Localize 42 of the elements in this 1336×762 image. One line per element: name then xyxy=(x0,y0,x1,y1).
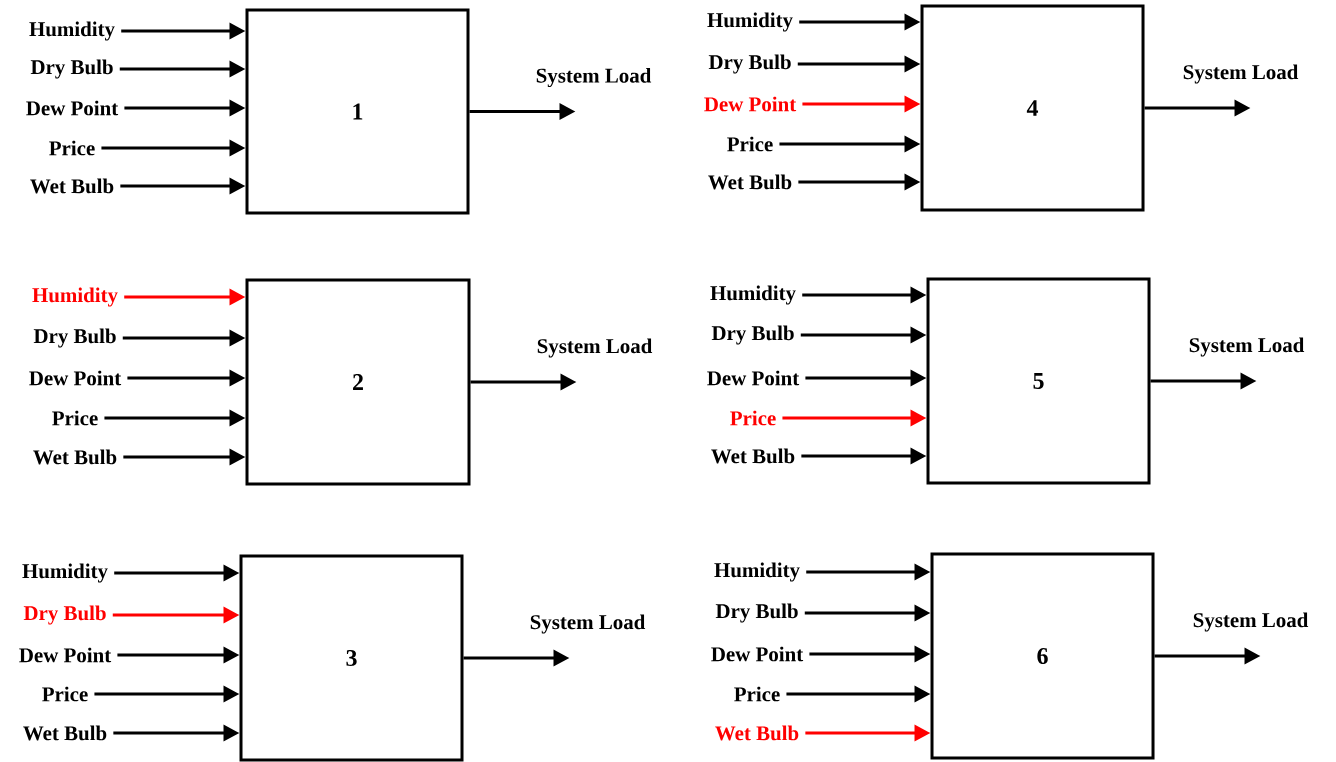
input-label: Dry Bulb xyxy=(23,605,106,625)
input-label: Humidity xyxy=(710,285,796,305)
input-label: Dry Bulb xyxy=(30,59,113,79)
input-label: Wet Bulb xyxy=(711,448,795,464)
input-label: Humidity xyxy=(707,12,793,32)
input-label: Dew Point xyxy=(29,370,122,386)
input-label: Wet Bulb xyxy=(33,449,117,465)
input-label: Dew Point xyxy=(711,646,804,662)
input-label: Price xyxy=(52,410,98,426)
input-label: Wet Bulb xyxy=(715,725,799,741)
edge-label: System Load xyxy=(1187,336,1306,358)
input-label: Dry Bulb xyxy=(33,328,116,348)
input-label: Dew Point xyxy=(19,647,112,663)
input-label: Price xyxy=(734,686,780,702)
input-label: Humidity xyxy=(714,562,800,582)
input-label: Wet Bulb xyxy=(708,174,792,190)
input-label: Dry Bulb xyxy=(715,603,798,623)
input-label: Wet Bulb xyxy=(23,725,107,741)
edge-label: System Load xyxy=(528,613,647,635)
process-box: 6 xyxy=(930,552,1155,760)
process-box: 2 xyxy=(245,278,471,486)
process-box: 3 xyxy=(239,554,464,762)
process-box: 4 xyxy=(920,4,1145,212)
input-label: Humidity xyxy=(32,287,118,307)
input-label: Humidity xyxy=(22,563,108,583)
input-label: Dew Point xyxy=(707,370,800,386)
edge-label: System Load xyxy=(534,67,653,88)
input-label: Dew Point xyxy=(704,96,797,112)
input-label: Wet Bulb xyxy=(30,178,114,194)
input-label: Humidity xyxy=(29,21,115,41)
input-label: Price xyxy=(42,686,88,702)
input-label: Price xyxy=(49,140,95,156)
input-label: Dry Bulb xyxy=(708,54,791,74)
process-box: 1 xyxy=(245,8,470,215)
input-label: Price xyxy=(730,410,776,426)
edge-label: System Load xyxy=(1191,611,1310,633)
edge-label: System Load xyxy=(535,337,654,359)
input-label: Dry Bulb xyxy=(711,325,794,345)
process-box: 5 xyxy=(926,277,1151,485)
input-label: Price xyxy=(727,136,773,152)
edge-label: System Load xyxy=(1181,63,1300,85)
input-label: Dew Point xyxy=(26,100,119,116)
